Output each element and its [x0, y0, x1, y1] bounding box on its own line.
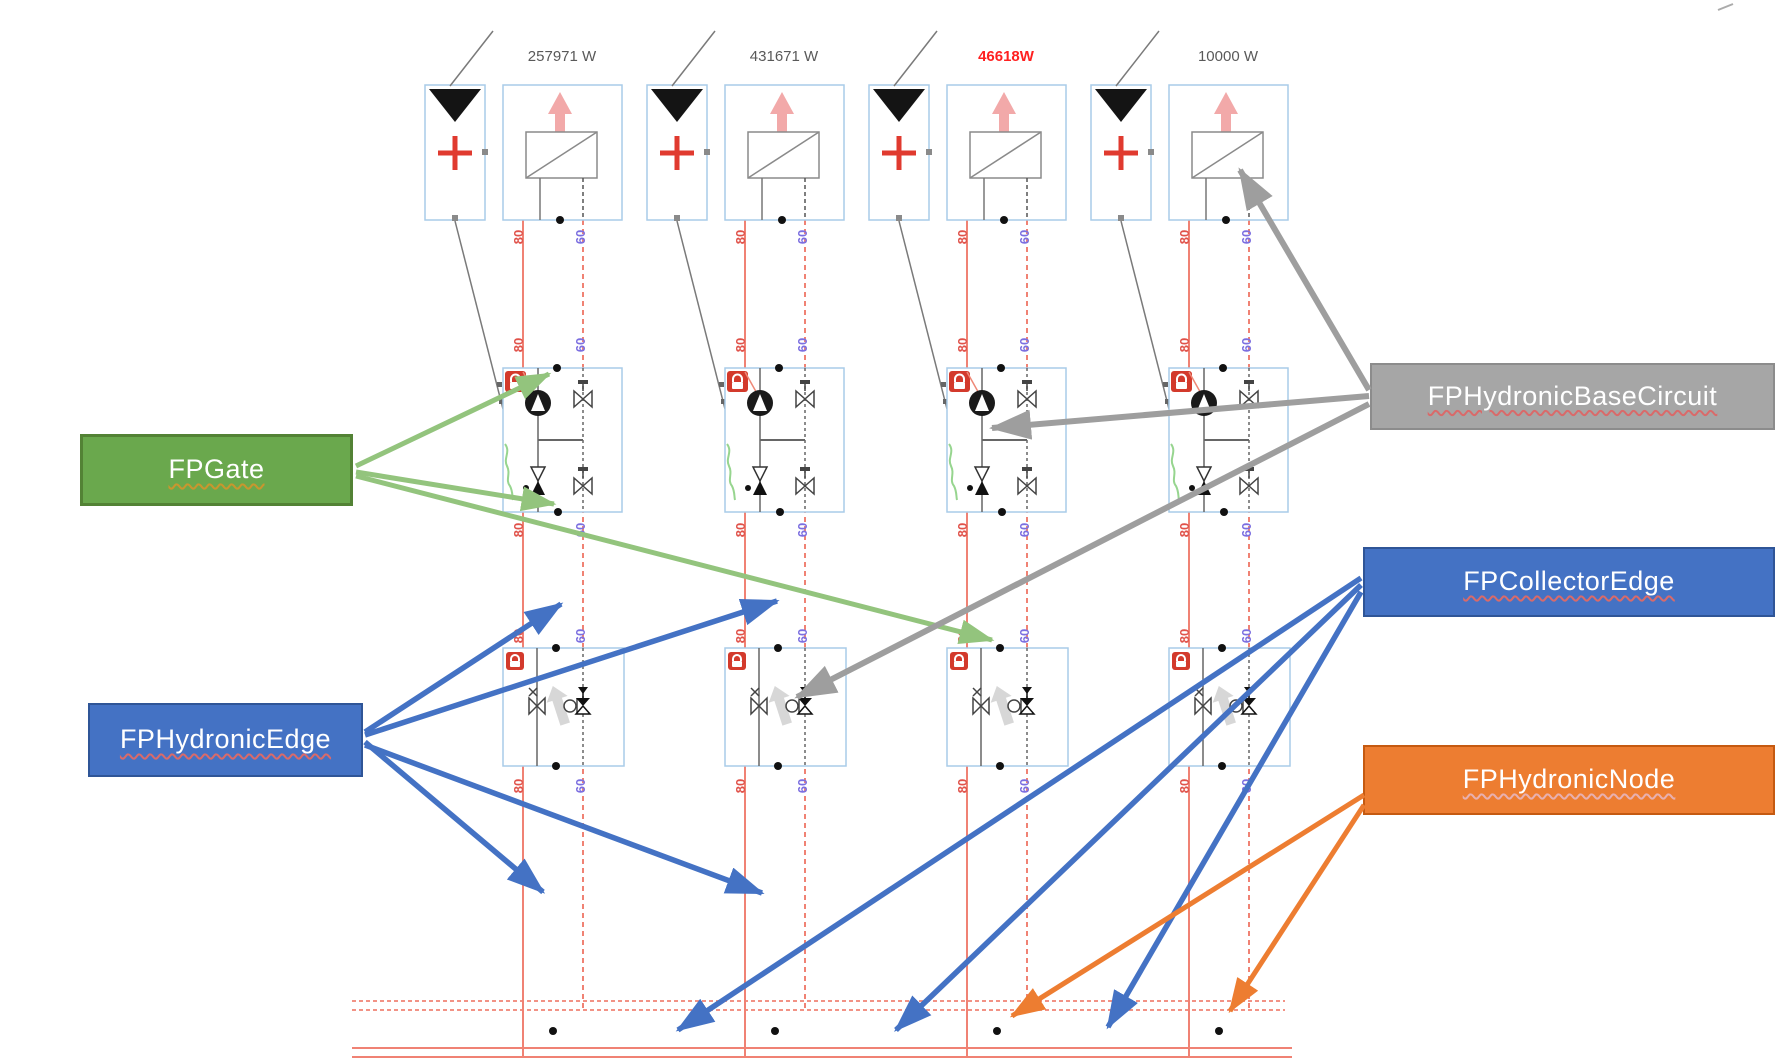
node-dot: [1215, 1027, 1223, 1035]
hydronic-column-4: [1091, 31, 1290, 1057]
callout-fpgate-label: FPGate: [168, 454, 265, 485]
power-label: 431671 W: [750, 48, 819, 65]
callout-fphydronicbasecircuit-label: FPHydronicBaseCircuit: [1427, 380, 1718, 411]
callout-fpcollectoredge-label: FPCollectorEdge: [1463, 566, 1675, 597]
corner-mark: [1717, 3, 1734, 11]
callout-fpgate: FPGate: [80, 434, 353, 506]
hydronic-column-1: [425, 31, 624, 1057]
callout-fphydronicnode: FPHydronicNode: [1363, 745, 1775, 815]
node-dot: [549, 1027, 557, 1035]
power-label: 257971 W: [528, 48, 597, 65]
power-label: 10000 W: [1198, 48, 1259, 65]
callout-fphydronicedge-label: FPHydronicEdge: [119, 724, 332, 755]
callout-fphydronicedge: FPHydronicEdge: [88, 703, 363, 777]
node-dot: [993, 1027, 1001, 1035]
node-dot: [771, 1027, 779, 1035]
callout-fphydronicbasecircuit: FPHydronicBaseCircuit: [1370, 363, 1775, 430]
collector-mains: [352, 1000, 1292, 1058]
power-label-alarm: 46618W: [978, 48, 1035, 65]
callout-fpcollectoredge: FPCollectorEdge: [1363, 547, 1775, 617]
hydronic-column-2: [647, 31, 846, 1057]
callout-fphydronicnode-label: FPHydronicNode: [1462, 764, 1676, 795]
hydronic-column-3: [869, 31, 1068, 1057]
